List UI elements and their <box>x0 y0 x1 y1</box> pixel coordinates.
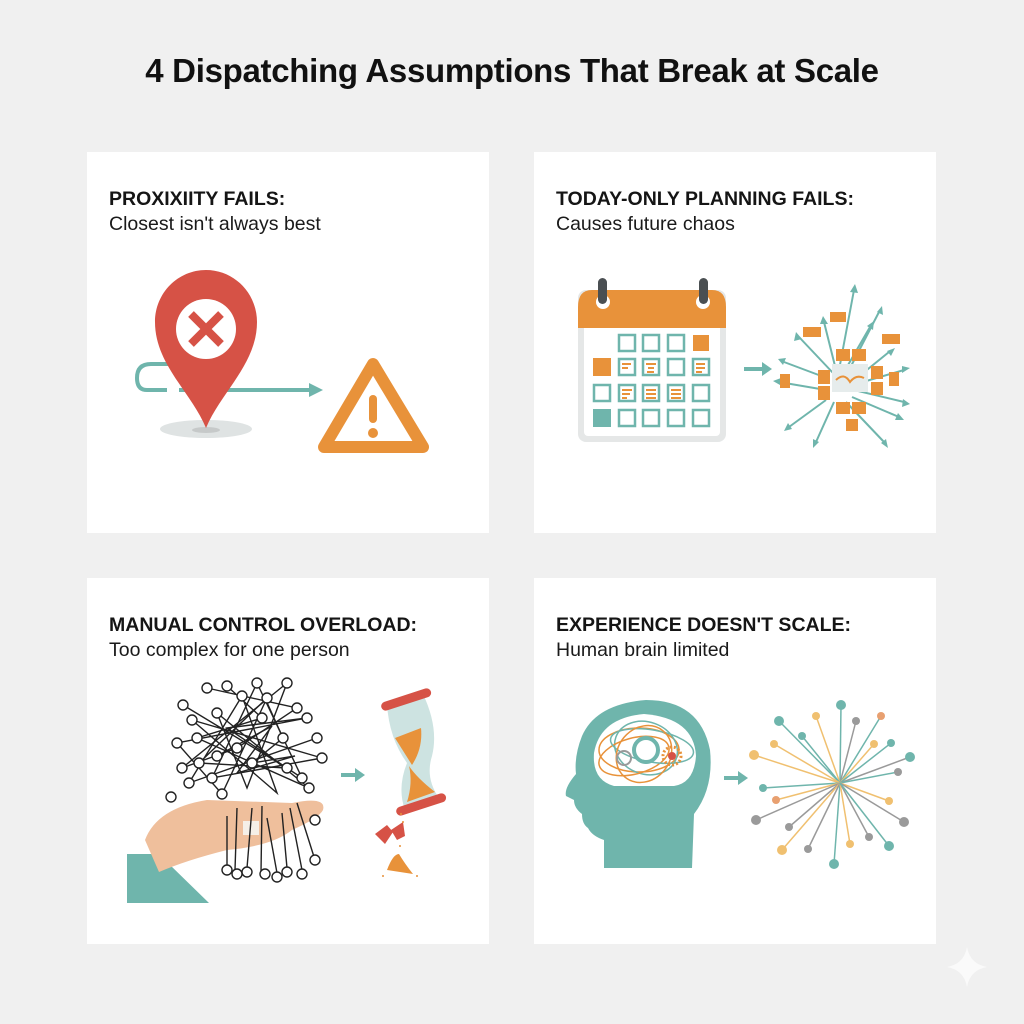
calendar-icon <box>578 278 726 442</box>
location-pin-x-icon <box>155 270 257 438</box>
card-subtitle: Too complex for one person <box>109 639 350 661</box>
card-manual-control-overload: MANUAL CONTROL OVERLOAD: Too complex for… <box>87 578 489 944</box>
card-subtitle: Human brain limited <box>556 639 730 661</box>
card-today-only-planning-fails: TODAY-ONLY PLANNING FAILS: Causes future… <box>534 152 936 533</box>
warning-triangle-icon <box>318 358 429 453</box>
tangled-network-hand-icon <box>127 677 328 903</box>
card-proximity-fails: PROXIXIITY FAILS: Closest isn't always b… <box>87 152 489 533</box>
arrow-right-icon <box>724 771 748 785</box>
head-tangled-brain-icon <box>565 700 711 868</box>
arrow-right-icon <box>341 768 365 782</box>
card-subtitle: Causes future chaos <box>556 213 735 235</box>
sparkle-icon <box>947 947 987 987</box>
card-heading: EXPERIENCE DOESN'T SCALE: <box>556 614 852 636</box>
radiating-burst-icon <box>749 700 915 869</box>
card-heading: PROXIXIITY FAILS: <box>109 188 286 210</box>
arrow-right-icon <box>744 362 772 376</box>
card-heading: MANUAL CONTROL OVERLOAD: <box>109 614 418 636</box>
broken-hourglass-icon <box>375 688 447 877</box>
card-experience-doesnt-scale: EXPERIENCE DOESN'T SCALE: Human brain li… <box>534 578 936 944</box>
card-heading: TODAY-ONLY PLANNING FAILS: <box>556 188 854 210</box>
card-subtitle: Closest isn't always best <box>109 213 321 235</box>
page-title: 4 Dispatching Assumptions That Break at … <box>145 52 879 89</box>
scattered-tasks-icon <box>773 284 910 448</box>
